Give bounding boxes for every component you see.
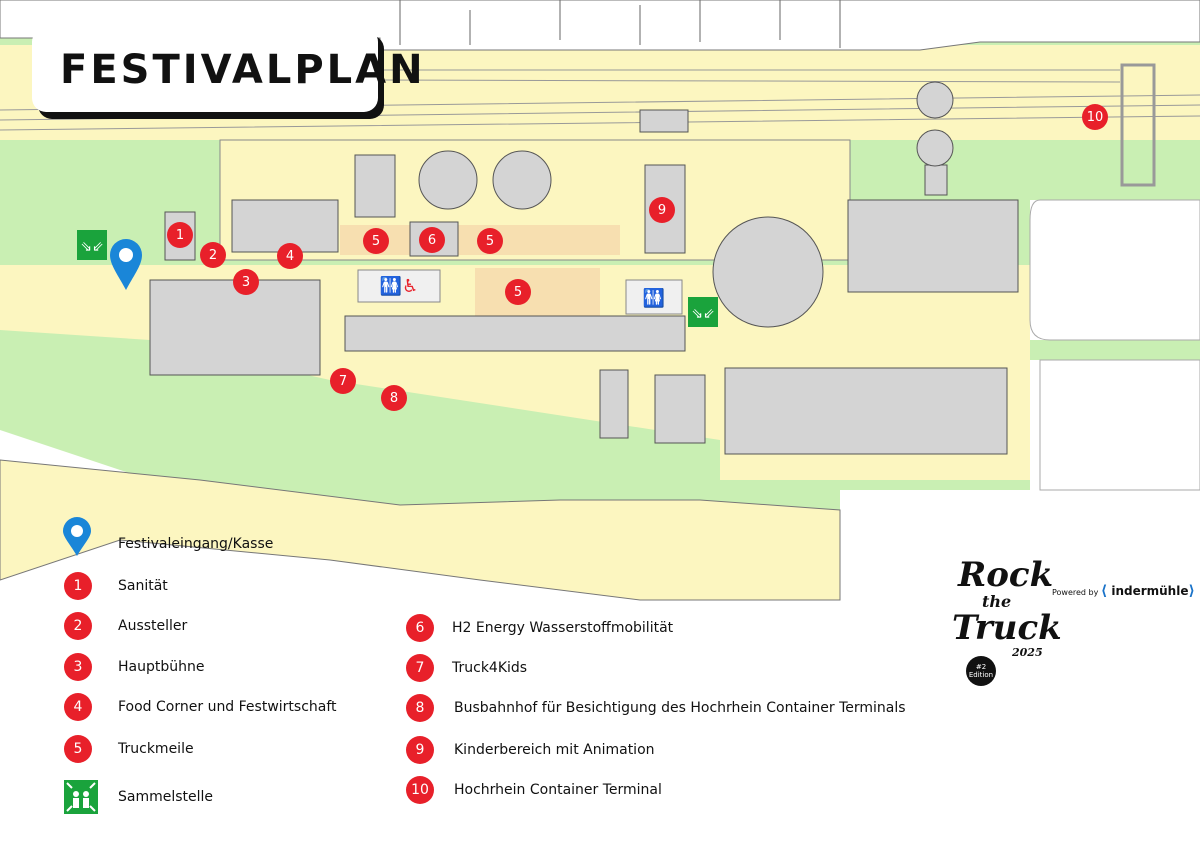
legend-label: Sanität [118, 578, 168, 594]
map-marker-1: 1 [167, 222, 193, 248]
legend-number: 7 [406, 654, 434, 682]
map-marker-8: 8 [381, 385, 407, 411]
map-marker-7: 7 [330, 368, 356, 394]
legend-label: Sammelstelle [118, 789, 214, 805]
title-box: FESTIVALPLAN [32, 28, 423, 112]
map-marker-5: 5 [477, 228, 503, 254]
entrance-pin-icon [110, 239, 142, 290]
assembly-point-icon: ⇘⇙ [688, 297, 718, 327]
legend-assembly: Sammelstelle [64, 780, 213, 814]
edition-text: #2 Edition [968, 663, 994, 679]
assembly-point-icon: ⇘⇙ [77, 230, 107, 260]
legend-label: Hauptbühne [118, 659, 205, 675]
map-marker-9: 9 [649, 197, 675, 223]
legend-item: 9 Kinderbereich mit Animation [406, 736, 655, 764]
legend-number: 9 [406, 736, 434, 764]
toilets-2 [625, 279, 683, 315]
svg-text:⇘⇙: ⇘⇙ [691, 306, 714, 322]
legend-label: Festivaleingang/Kasse [118, 536, 274, 552]
legend-number: 4 [64, 693, 92, 721]
tanks [418, 81, 954, 328]
logo-the: the [982, 592, 1012, 611]
map-marker-2: 2 [200, 242, 226, 268]
legend-label: Busbahnhof für Besichtigung des Hochrhei… [454, 700, 906, 716]
legend-label: Kinderbereich mit Animation [454, 742, 655, 758]
legend-item: 6 H2 Energy Wasserstoffmobilität [406, 614, 673, 642]
powered-by-text: Powered by [1052, 588, 1099, 597]
legend-item: 7 Truck4Kids [406, 654, 527, 682]
legend-item: 3 Hauptbühne [64, 653, 204, 681]
legend-number: 8 [406, 694, 434, 722]
page-title: FESTIVALPLAN [60, 47, 426, 93]
edition-badge: #2 Edition [966, 656, 996, 686]
bracket-right-icon: ⟩ [1188, 583, 1195, 599]
legend-label: Aussteller [118, 618, 188, 634]
legend-label: Truckmeile [118, 741, 194, 757]
location-pin-icon [63, 517, 91, 556]
logo-rock: Rock [958, 555, 1054, 595]
svg-text:🚻♿: 🚻♿ [380, 275, 419, 297]
map-marker-5: 5 [363, 228, 389, 254]
map-marker-6: 6 [419, 227, 445, 253]
legend-item: 8 Busbahnhof für Besichtigung des Hochrh… [406, 694, 906, 722]
map-marker-4: 4 [277, 243, 303, 269]
map-marker-3: 3 [233, 269, 259, 295]
powered-by: Powered by ⟨indermühle⟩ [1052, 583, 1195, 599]
legend-item: 5 Truckmeile [64, 735, 194, 763]
assembly-point-icon [64, 780, 98, 814]
legend-label: H2 Energy Wasserstoffmobilität [452, 620, 674, 636]
logo-truck: Truck [952, 608, 1062, 648]
legend-entrance: Festivaleingang/Kasse [62, 517, 273, 557]
legend-item: 1 Sanität [64, 572, 168, 600]
svg-text:⇘⇙: ⇘⇙ [80, 239, 103, 255]
bracket-left-icon: ⟨ [1100, 583, 1108, 599]
legend-number: 3 [64, 653, 92, 681]
legend-item: 2 Aussteller [64, 612, 187, 640]
legend-number: 5 [64, 735, 92, 763]
legend-number: 1 [64, 572, 92, 600]
yellow-area [0, 459, 841, 601]
legend-label: Hochrhein Container Terminal [454, 782, 662, 798]
map-marker-10: 10 [1082, 104, 1108, 130]
toilets-1 [357, 269, 441, 303]
partner-name: indermühle [1111, 584, 1189, 598]
logo-year: 2025 [1012, 646, 1043, 659]
legend-item: 4 Food Corner und Festwirtschaft [64, 693, 337, 721]
map-marker-5: 5 [505, 279, 531, 305]
legend-number: 10 [406, 776, 434, 804]
legend-number: 6 [406, 614, 434, 642]
legend-item: 10 Hochrhein Container Terminal [406, 776, 662, 804]
svg-text:🚻: 🚻 [643, 287, 665, 309]
legend-number: 2 [64, 612, 92, 640]
legend-label: Food Corner und Festwirtschaft [118, 699, 337, 715]
legend-label: Truck4Kids [452, 660, 528, 676]
